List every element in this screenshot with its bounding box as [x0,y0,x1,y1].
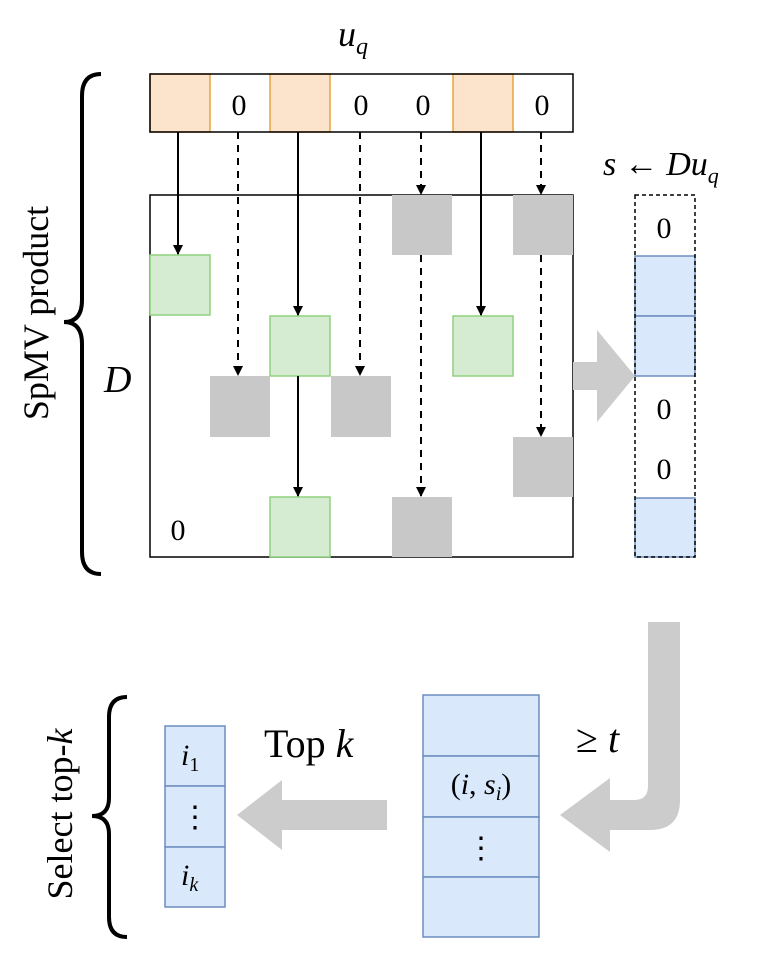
uq-cell-3 [269,73,331,133]
uq-label: uq [338,14,368,60]
uq-zero-2: 0 [232,89,247,122]
topk-label: Top k [264,721,355,766]
to-scores-arrow [573,330,635,422]
matrix-gray-cell [513,437,573,497]
candidate-vdots: ⋮ [466,832,496,865]
result-vdots: ⋮ [180,801,210,834]
select-brace [91,695,128,939]
uq-cell-6 [452,73,514,133]
result-cell [164,785,226,848]
s-cell-blue [634,315,696,377]
matrix-green-cell [149,254,211,316]
matrix-gray-cell [392,195,452,255]
s-vector-border [634,194,696,558]
dashed-arrows [233,132,546,497]
result-cell [164,725,226,787]
uq-cell-1 [149,73,211,133]
candidate-cell [422,816,540,878]
threshold-arrow [560,622,680,852]
matrix-D: 0 [149,194,574,558]
uq-zero-4: 0 [354,89,369,122]
candidate-list: (i, si) ⋮ [422,694,540,938]
solid-arrows [173,132,486,497]
s-zero: 0 [657,212,672,245]
matrix-gray-cell [210,376,270,437]
uq-zero-7: 0 [535,89,550,122]
candidate-cell [422,694,540,757]
candidate-cell [422,755,540,818]
matrix-green-cell [269,315,331,377]
result-i1: i1 [181,739,199,776]
matrix-gray-cell [331,376,391,437]
spmv-label: SpMV product [16,206,56,420]
spmv-brace [63,72,102,576]
s-assign-label: s←Duq [603,146,719,188]
s-vector: 0 0 0 [634,194,696,558]
result-list: i1 ⋮ ik [164,725,226,908]
candidate-cell [422,876,540,938]
s-cell-blue [634,497,696,558]
topk-arrow [237,780,387,850]
result-ik: ik [181,859,199,896]
select-label: Select top-k [40,728,80,900]
matrix-gray-cell [513,195,573,255]
D-label: D [103,359,131,401]
threshold-label: ≥t [576,716,620,761]
matrix-zero: 0 [171,514,186,547]
candidate-pair-label: (i, si) [451,768,512,805]
s-cell-blue [634,255,696,317]
matrix-gray-cell [392,497,452,557]
uq-vector: 0 0 0 0 [149,73,574,133]
s-zero: 0 [657,393,672,426]
uq-zero-5: 0 [416,89,431,122]
s-zero: 0 [657,453,672,486]
result-cell [164,846,226,908]
matrix-green-cell [452,315,514,377]
matrix-green-cell [269,496,331,558]
uq-vector-border [149,73,574,133]
